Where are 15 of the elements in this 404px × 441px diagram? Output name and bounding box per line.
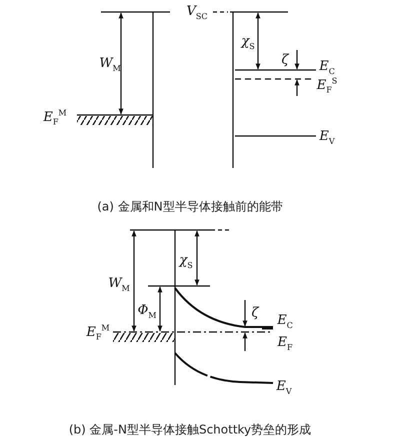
energy-gap-label: ζ [251, 306, 259, 320]
figure-caption: (a) 金属和N型半导体接触前的能带 [97, 198, 283, 216]
electron-affinity-label: χ$_{S}$ [179, 254, 193, 270]
valence-band-label: E$_{V}$ [276, 380, 292, 396]
conduction-band-label: E$_{C}$ [277, 314, 293, 330]
figure-caption: (b) 金属-N型半导体接触Schottky势垒的形成 [68, 422, 312, 438]
barrier-height-label: Φ$_{M}$ [138, 304, 156, 320]
energy-gap-label: ζ [281, 54, 289, 66]
electron-affinity-label: χ$_{S}$ [241, 35, 255, 51]
work-function-label: W$_{M}$ [99, 57, 121, 73]
work-function-label: W$_{M}$ [108, 277, 130, 293]
valence-band-label: E$_{V}$ [319, 130, 335, 146]
fermi-level-label: E$_{F}$ [277, 336, 293, 352]
conduction-band-label: E$_{C}$ [319, 60, 335, 76]
vacuum-level-label: V$_{SC}$ [186, 5, 208, 21]
